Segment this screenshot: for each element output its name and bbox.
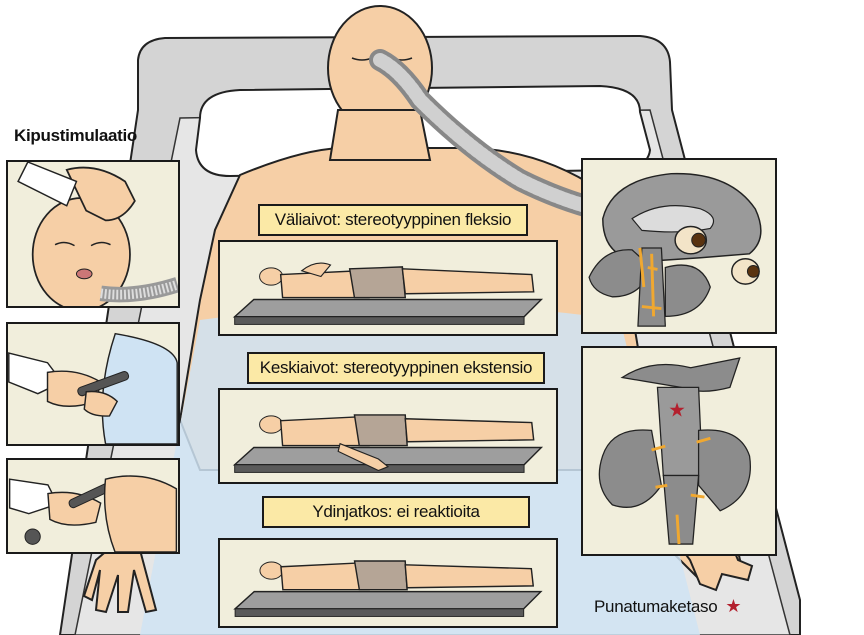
decorticate-posture-figure	[220, 242, 556, 334]
brain-panel-sagittal	[581, 158, 777, 334]
stimulation-panel-toe	[6, 458, 180, 554]
level-label-diencephalon: Väliaivot: stereotyyppinen fleksio	[258, 204, 528, 236]
shorts	[350, 267, 406, 298]
shorts	[354, 415, 407, 446]
star-icon: ★	[725, 596, 741, 617]
legend-label: Punatumaketaso	[594, 597, 717, 617]
decerebrate-posture-figure	[220, 390, 556, 482]
face-pain-stimulus-illustration	[8, 162, 178, 306]
stimulation-title: Kipustimulaatio	[14, 126, 137, 146]
brainstem-illustration: ★	[583, 348, 775, 554]
stimulation-panel-nailbed	[6, 322, 180, 446]
posture-panel-no-response	[218, 538, 558, 628]
toe-pressure-illustration	[8, 460, 178, 552]
red-nucleus-star: ★	[668, 399, 686, 422]
level-label-midbrain: Keskiaivot: stereotyyppinen ekstensio	[247, 352, 545, 384]
patient-neck	[330, 110, 430, 160]
stimulation-panel-face	[6, 160, 180, 308]
shorts	[355, 561, 408, 590]
posture-panel-extension	[218, 388, 558, 484]
level-label-medulla: Ydinjatkos: ei reaktioita	[262, 496, 530, 528]
flaccid-posture-figure	[220, 540, 556, 626]
nailbed-pressure-illustration	[8, 324, 178, 444]
legend: Punatumaketaso ★	[594, 596, 741, 617]
brain-panel-brainstem: ★	[581, 346, 777, 556]
posture-panel-flexion	[218, 240, 558, 336]
brain-sagittal-illustration	[583, 160, 775, 332]
